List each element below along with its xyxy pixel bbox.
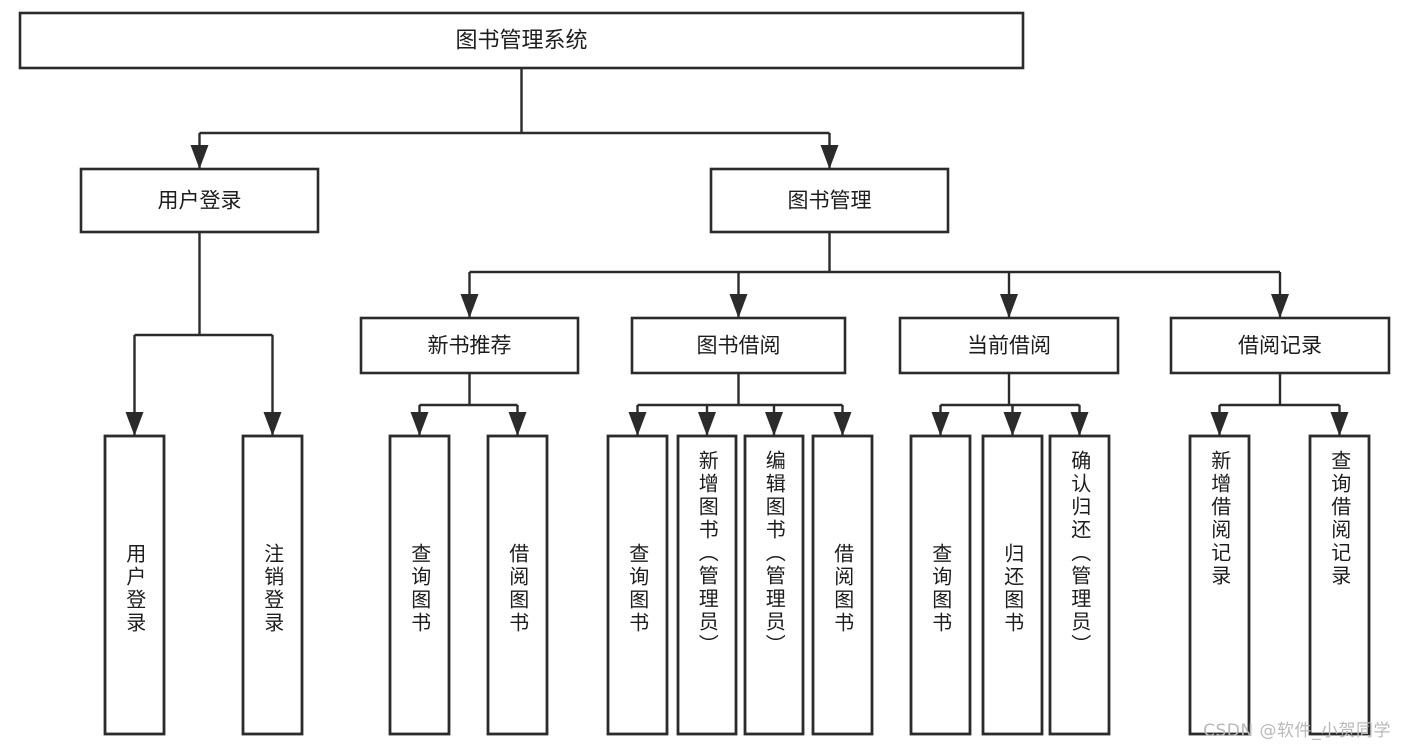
arrow-head-icon bbox=[833, 412, 852, 436]
arrow-head-icon bbox=[263, 412, 282, 436]
node-label-book-manage: 图书管理 bbox=[788, 189, 872, 213]
arrow-head-icon bbox=[1070, 412, 1089, 436]
arrow-head-icon bbox=[628, 412, 647, 436]
arrow-head-icon bbox=[820, 145, 839, 169]
node-label-current-borrow: 当前借阅 bbox=[967, 334, 1051, 358]
arrow-head-icon bbox=[931, 412, 950, 436]
node-box-borrow-record[interactable] bbox=[1169, 316, 1391, 375]
node-box-new-book-recommend[interactable] bbox=[359, 316, 580, 375]
node-box-book-manage[interactable] bbox=[709, 167, 950, 234]
arrow-head-icon bbox=[729, 294, 748, 318]
node-box-user-login[interactable] bbox=[79, 167, 320, 234]
arrow-head-icon bbox=[1330, 412, 1349, 436]
node-label-user-login: 用户登录 bbox=[158, 189, 242, 213]
node-box-leaf-borrow-book-b[interactable] bbox=[811, 434, 874, 736]
arrow-head-icon bbox=[765, 412, 783, 436]
arrow-head-icon bbox=[460, 294, 479, 318]
arrow-head-icon bbox=[1003, 412, 1022, 436]
arrow-head-icon bbox=[125, 412, 144, 436]
node-box-leaf-user-login[interactable] bbox=[103, 434, 166, 736]
node-box-leaf-logout-login[interactable] bbox=[241, 434, 304, 736]
node-box-leaf-query-book-a[interactable] bbox=[388, 434, 451, 736]
arrow-head-icon bbox=[508, 412, 527, 436]
node-label-new-book-recommend: 新书推荐 bbox=[428, 334, 512, 358]
node-label-borrow-record: 借阅记录 bbox=[1238, 334, 1322, 358]
node-box-leaf-add-book[interactable] bbox=[676, 434, 738, 736]
arrow-head-icon bbox=[1210, 412, 1229, 436]
node-box-leaf-query-book-c[interactable] bbox=[909, 434, 972, 736]
node-box-leaf-edit-book[interactable] bbox=[743, 434, 805, 736]
node-box-leaf-query-borrow-record[interactable] bbox=[1308, 434, 1371, 736]
connector-lines bbox=[125, 68, 1349, 436]
node-box-leaf-borrow-book-a[interactable] bbox=[486, 434, 549, 736]
node-box-leaf-add-borrow-record[interactable] bbox=[1188, 434, 1251, 736]
arrow-head-icon bbox=[190, 145, 209, 169]
node-box-current-borrow[interactable] bbox=[898, 316, 1120, 375]
node-label-book-borrow: 图书借阅 bbox=[697, 334, 781, 358]
node-box-leaf-query-book-b[interactable] bbox=[606, 434, 669, 736]
arrow-head-icon bbox=[1000, 294, 1018, 318]
arrow-head-icon bbox=[1271, 294, 1289, 318]
arrow-head-icon bbox=[698, 412, 716, 436]
watermark-text: CSDN @软件_小贺同学 bbox=[1203, 721, 1391, 741]
node-box-book-borrow[interactable] bbox=[630, 316, 847, 375]
node-box-leaf-return-book[interactable] bbox=[981, 434, 1044, 736]
node-box-root[interactable] bbox=[18, 11, 1025, 70]
arrow-head-icon bbox=[410, 412, 429, 436]
node-label-root: 图书管理系统 bbox=[455, 29, 587, 54]
node-box-leaf-confirm-return[interactable] bbox=[1048, 434, 1111, 736]
